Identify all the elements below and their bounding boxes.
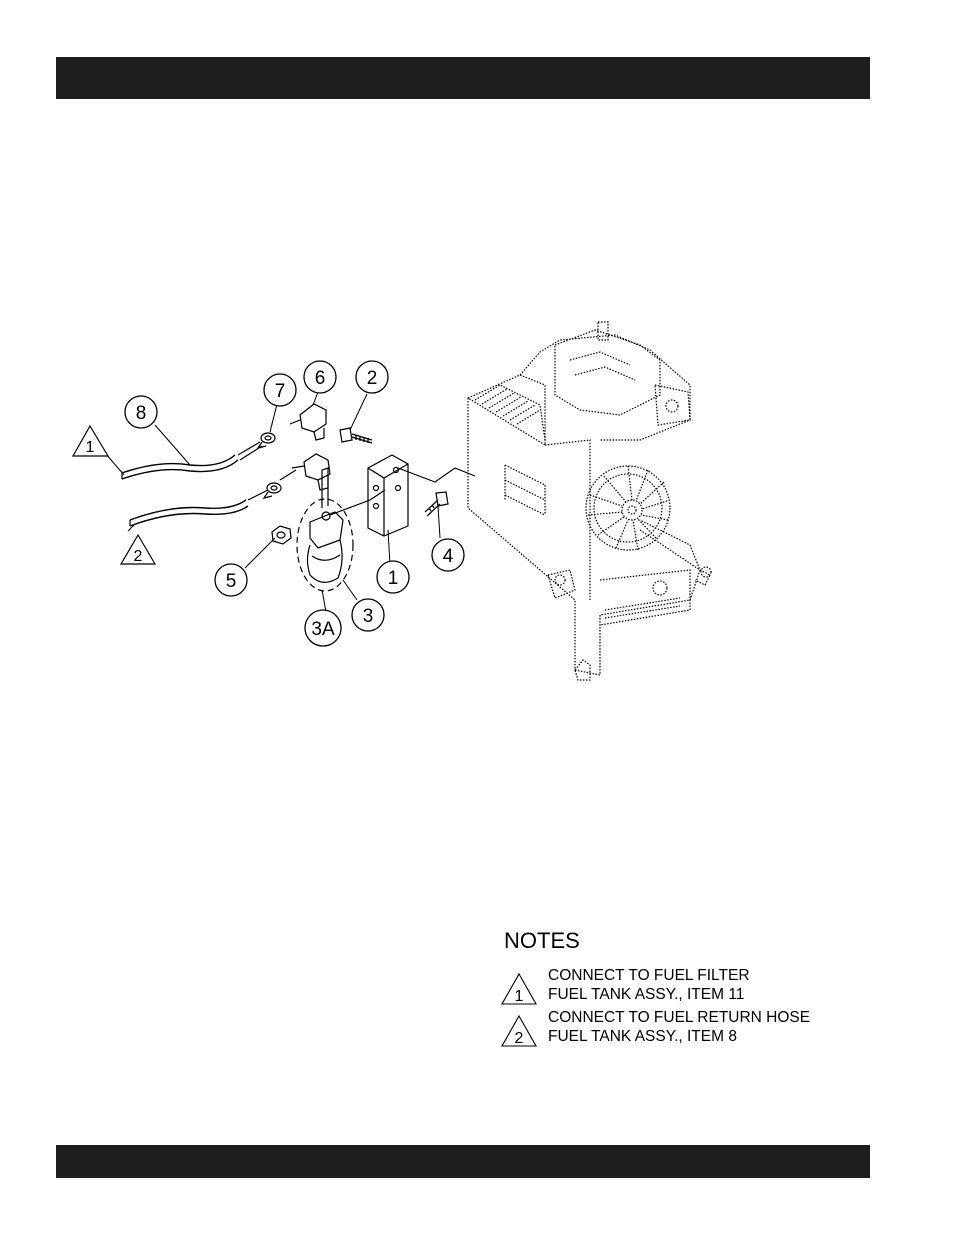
bolt-lower <box>425 492 448 516</box>
callout-2: 2 <box>367 368 378 389</box>
callout-5: 5 <box>226 571 237 592</box>
notes-title: NOTES <box>504 928 900 954</box>
note-2-line-1: CONNECT TO FUEL RETURN HOSE <box>548 1008 810 1027</box>
mounting-bracket <box>368 455 408 536</box>
callout-6: 6 <box>315 368 326 389</box>
note-1-line-2: FUEL TANK ASSY., ITEM 11 <box>548 985 750 1004</box>
fuel-filter <box>297 468 353 591</box>
hose-clamp-upper <box>258 433 275 448</box>
fuel-supply-hose <box>122 442 262 479</box>
bolt-top <box>340 428 372 443</box>
note-item-1: 1 CONNECT TO FUEL FILTER FUEL TANK ASSY.… <box>500 966 900 1006</box>
note-2-triangle-icon: 2 <box>500 1014 538 1048</box>
elbow-fitting-lower <box>292 454 330 490</box>
svg-text:2: 2 <box>515 1030 524 1047</box>
connector-line <box>280 470 296 480</box>
hex-nut <box>272 526 291 544</box>
engine-fuel-line <box>330 468 475 515</box>
fuel-return-hose <box>130 490 268 526</box>
callout-3a: 3A <box>311 619 335 640</box>
note-1-line-1: CONNECT TO FUEL FILTER <box>548 966 750 985</box>
elbow-fitting-upper <box>290 404 326 440</box>
callout-1: 1 <box>388 568 399 589</box>
engine-assembly <box>468 322 711 680</box>
notes-panel: NOTES 1 CONNECT TO FUEL FILTER FUEL TANK… <box>500 928 900 1050</box>
callout-4: 4 <box>443 546 454 567</box>
note-item-2: 2 CONNECT TO FUEL RETURN HOSE FUEL TANK … <box>500 1008 900 1048</box>
callout-8: 8 <box>136 403 147 424</box>
callout-3: 3 <box>363 606 374 627</box>
callout-7: 7 <box>275 381 286 402</box>
note-2-line-2: FUEL TANK ASSY., ITEM 8 <box>548 1027 810 1046</box>
connection-marker-1-label: 1 <box>86 439 95 456</box>
connection-marker-2-label: 2 <box>134 548 143 565</box>
note-1-triangle-icon: 1 <box>500 972 538 1006</box>
svg-text:1: 1 <box>515 988 524 1005</box>
